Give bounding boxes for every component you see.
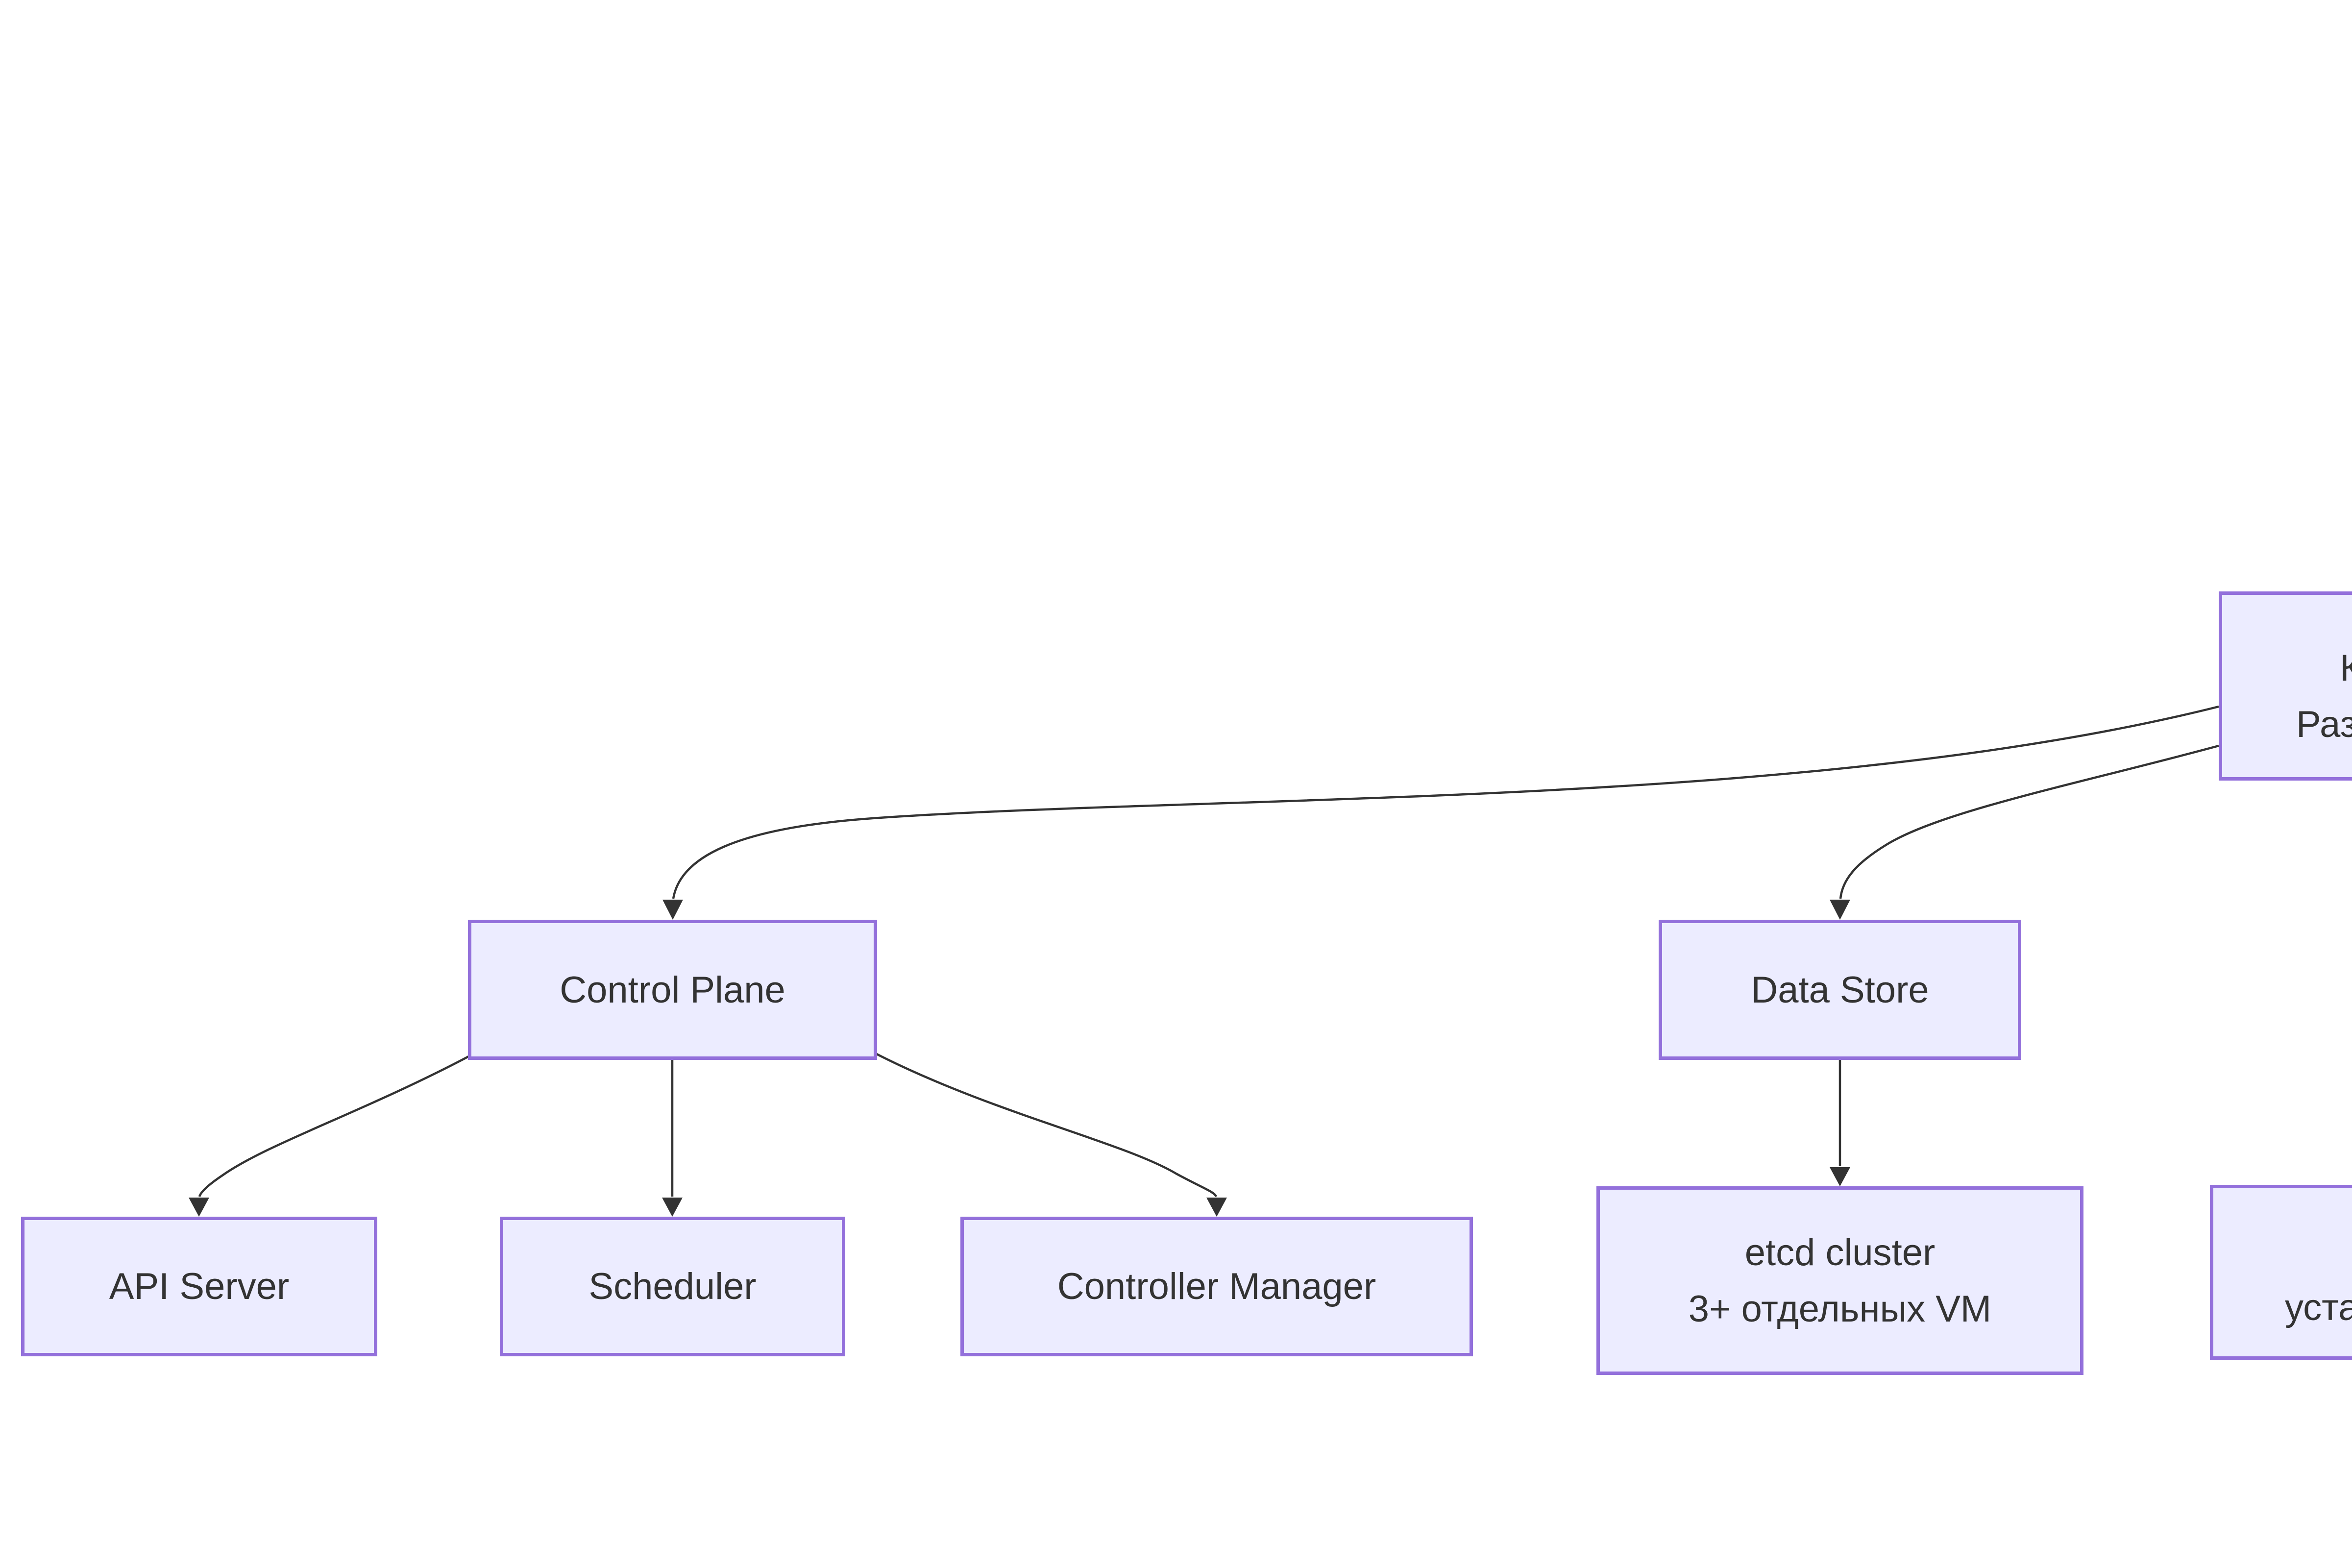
node-label: Scheduler	[588, 1266, 757, 1307]
node-scheduler: Scheduler	[500, 1217, 845, 1356]
node-controller-manager: Controller Manager	[960, 1217, 1473, 1356]
edge-root-to-data-store	[1839, 744, 2219, 899]
node-label: Data Store	[1751, 969, 1929, 1011]
arrowhead-data-store	[1830, 900, 1850, 920]
arrowhead-control-plane	[662, 900, 683, 920]
node-label: К	[2340, 647, 2352, 689]
edge-control-plane-to-api-server	[198, 1054, 472, 1197]
node-label: уста	[2285, 1287, 2352, 1328]
node-bottom-right-clipped: уста	[2210, 1185, 2352, 1360]
node-api-server: API Server	[21, 1217, 377, 1356]
node-label: Раз	[2296, 704, 2352, 745]
arrowhead-api-server	[189, 1198, 209, 1217]
node-label: Control Plane	[560, 969, 785, 1011]
node-label: etcd cluster	[1744, 1231, 1936, 1274]
node-label: API Server	[109, 1266, 290, 1307]
arrowhead-etcd	[1830, 1167, 1850, 1186]
node-control-plane: Control Plane	[468, 920, 877, 1060]
node-label: 3+ отдельных VM	[1688, 1288, 1992, 1330]
edge-root-to-control-plane	[672, 705, 2219, 899]
edge-control-plane-to-controller-manager	[873, 1051, 1218, 1198]
arrowhead-scheduler	[662, 1198, 683, 1217]
node-root-clipped: К Раз	[2219, 591, 2352, 781]
node-data-store: Data Store	[1659, 920, 2021, 1060]
node-etcd-cluster: etcd cluster 3+ отдельных VM	[1596, 1186, 2083, 1375]
node-label: Controller Manager	[1057, 1266, 1376, 1307]
arrowhead-controller-manager	[1206, 1198, 1227, 1217]
